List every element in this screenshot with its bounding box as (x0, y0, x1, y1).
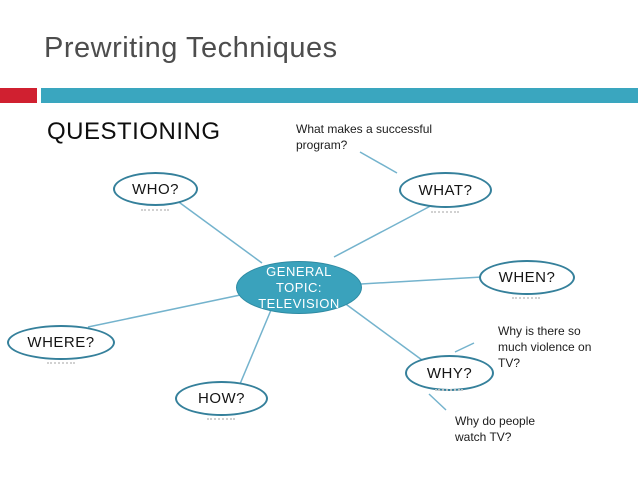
annotation-watch-tv: Why do people watch TV? (455, 414, 536, 444)
connector-program-what (359, 151, 398, 174)
node-who: WHO? (113, 172, 198, 206)
connector-watch-why (428, 393, 447, 411)
artifact-dashes-who (141, 209, 169, 211)
connector-who-center (175, 199, 263, 264)
annotation-successful-program: What makes a successful program? (296, 122, 433, 152)
node-general-topic: GENERAL TOPIC: TELEVISION (236, 261, 362, 314)
connector-violence-why (454, 342, 475, 353)
annotation-violence-on-tv: Why is there so much violence on TV? (498, 324, 592, 370)
node-why: WHY? (405, 355, 494, 391)
node-what: WHAT? (399, 172, 492, 208)
divider-teal-bar (41, 88, 638, 103)
artifact-dashes-why (435, 389, 463, 391)
connector-why-center (342, 301, 423, 361)
section-heading: QUESTIONING (47, 118, 221, 145)
artifact-dashes-when (512, 297, 540, 299)
node-where: WHERE? (7, 325, 115, 360)
artifact-dashes-how (207, 418, 235, 420)
connector-how-center (239, 309, 272, 385)
node-how: HOW? (175, 381, 268, 416)
node-when: WHEN? (479, 260, 575, 295)
connector-when-center (360, 276, 483, 285)
divider-red-accent (0, 88, 37, 103)
artifact-dashes-where (47, 362, 75, 364)
connector-what-center (333, 200, 441, 258)
artifact-dashes-what (431, 211, 459, 213)
slide-title: Prewriting Techniques (44, 32, 338, 64)
connector-where-center (87, 293, 246, 328)
